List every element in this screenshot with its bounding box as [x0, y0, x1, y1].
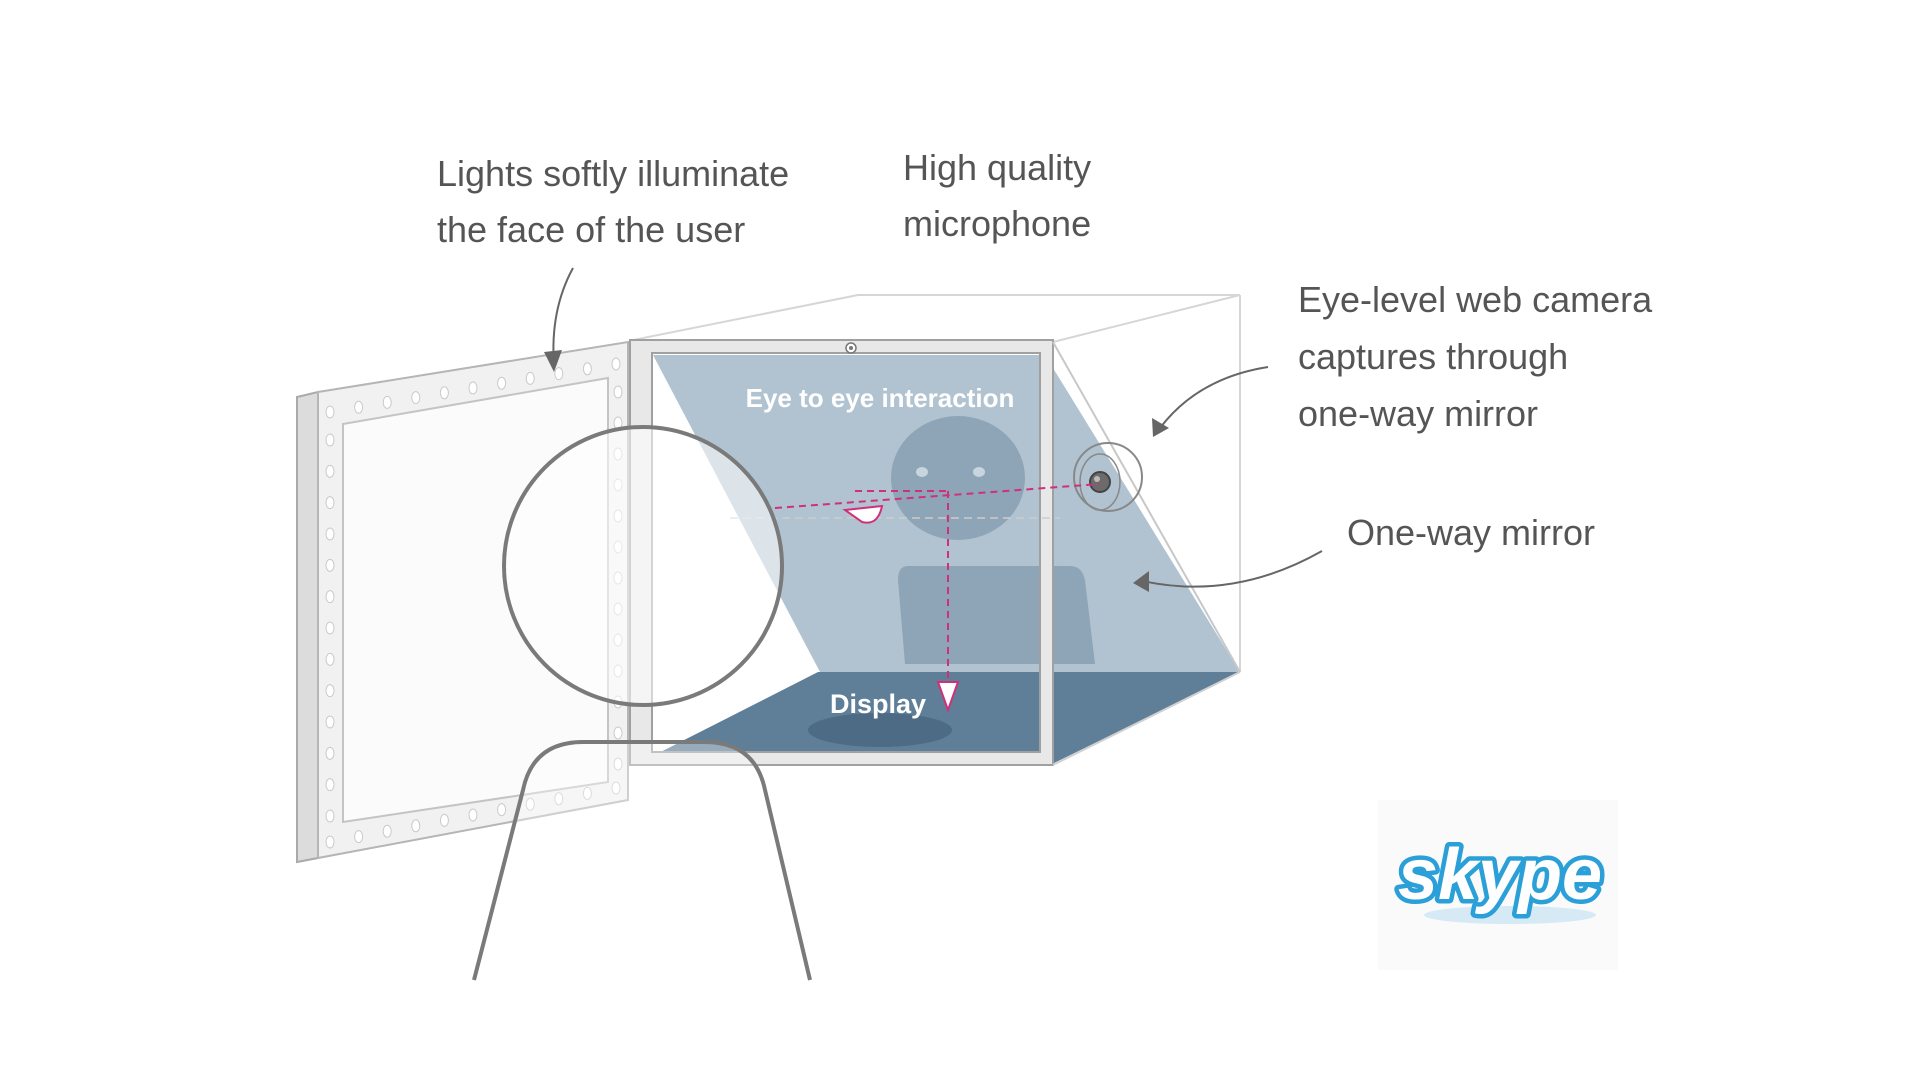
light-bulb [613, 757, 623, 771]
eye-contact-rays [730, 483, 1101, 713]
light-bulb [525, 797, 535, 811]
web-camera-icon [1073, 442, 1143, 512]
mirror-callout-arrow [1137, 550, 1323, 588]
skype-logo-icon: skype skype [1378, 800, 1618, 970]
light-bulb [325, 715, 335, 729]
camera-annotation-line-2: captures through [1298, 336, 1568, 377]
light-bulb [582, 362, 592, 376]
light-bulb [613, 726, 623, 740]
light-bulb [325, 684, 335, 698]
camera-callout-arrow [1159, 366, 1269, 429]
light-bulb [525, 371, 535, 385]
camera-annotation-line-1: Eye-level web camera [1298, 279, 1653, 320]
light-bulb [325, 558, 335, 572]
light-bulb [325, 746, 335, 760]
light-bulb [325, 527, 335, 541]
eye-to-eye-label: Eye to eye interaction [746, 383, 1015, 413]
booth-wireframe [632, 294, 1241, 672]
display-surface [635, 672, 1240, 765]
light-bulb [325, 835, 335, 849]
light-bulb [611, 357, 621, 371]
display-label: Display [830, 689, 926, 719]
light-bulb [497, 803, 507, 817]
microphone-annotation-line-2: microphone [903, 203, 1091, 244]
light-bulb [613, 385, 623, 399]
light-bulb [468, 808, 478, 822]
light-bulb [325, 590, 335, 604]
light-bulb [554, 792, 564, 806]
camera-annotation: Eye-level web camera captures through on… [1298, 279, 1653, 434]
light-bulb [554, 367, 564, 381]
light-bulb [354, 830, 364, 844]
light-bulb [497, 376, 507, 390]
light-bulb [611, 781, 621, 795]
light-bulb [468, 381, 478, 395]
user-silhouette-icon [472, 425, 812, 981]
light-bulb [325, 464, 335, 478]
light-bulb [382, 395, 392, 409]
light-bulb [411, 819, 421, 833]
light-bulb [325, 778, 335, 792]
display-reflection [808, 713, 952, 747]
mirror-annotation: One-way mirror [1347, 512, 1595, 553]
lights-annotation-line-2: the face of the user [437, 209, 745, 250]
light-bulb [354, 400, 364, 414]
microphone-icon [845, 342, 857, 354]
light-bulb [439, 813, 449, 827]
light-bulb [325, 433, 335, 447]
light-bulb [382, 824, 392, 838]
light-bulb [325, 496, 335, 510]
light-bulb [411, 391, 421, 405]
light-bulb [439, 386, 449, 400]
lights-annotation-line-1: Lights softly illuminate [437, 153, 789, 194]
camera-annotation-line-3: one-way mirror [1298, 393, 1538, 434]
lights-annotation: Lights softly illuminate the face of the… [437, 153, 789, 250]
light-bulb [325, 809, 335, 823]
light-bulb [325, 652, 335, 666]
light-bulb [325, 621, 335, 635]
callout-arrows [544, 267, 1323, 592]
light-bulb [325, 405, 335, 419]
skype-logo-outline: skype [1398, 835, 1602, 915]
light-bulb [582, 786, 592, 800]
skype-logo-text: skype [1398, 835, 1602, 915]
microphone-annotation-line-1: High quality [903, 147, 1091, 188]
microphone-annotation: High quality microphone [903, 147, 1091, 244]
mirror-annotation-line-1: One-way mirror [1347, 512, 1595, 553]
